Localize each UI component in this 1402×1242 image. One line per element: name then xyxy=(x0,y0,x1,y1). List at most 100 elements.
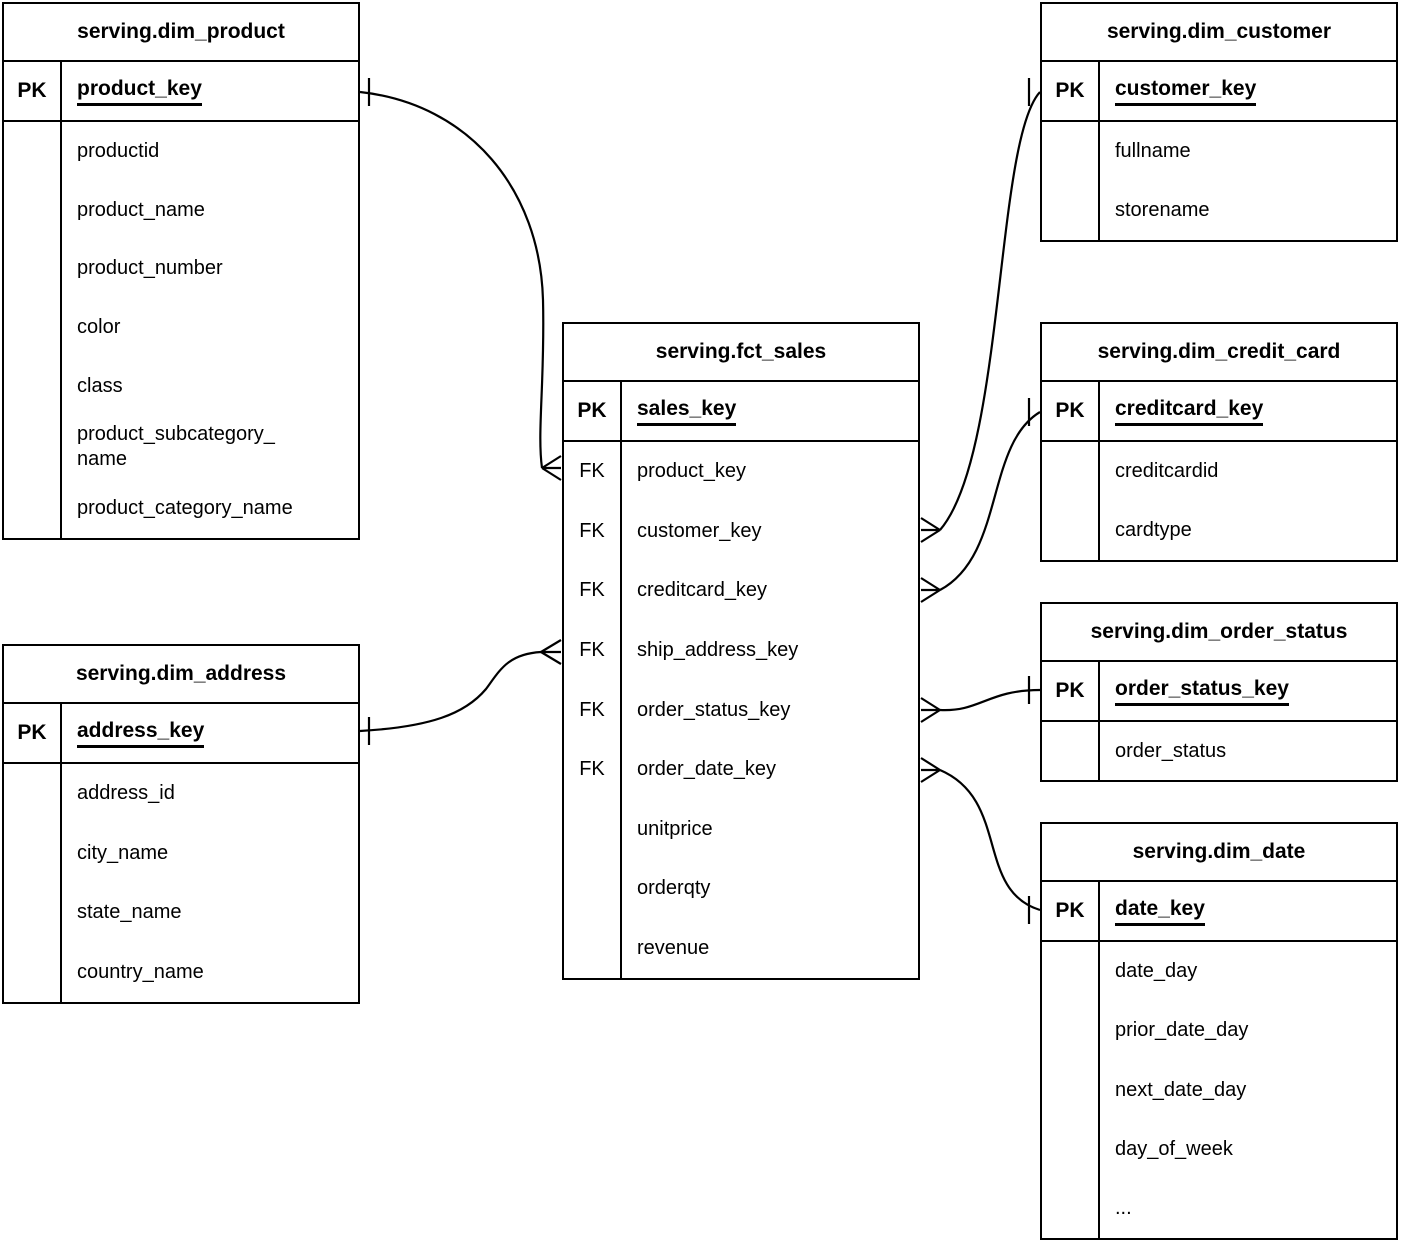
table-body: address_id city_name state_name country_… xyxy=(4,764,358,1002)
pk-field-name: creditcard_key xyxy=(1100,382,1396,440)
pk-badge: PK xyxy=(4,62,62,120)
table-title: serving.dim_product xyxy=(4,4,358,62)
table-row: FK order_status_key xyxy=(564,680,918,740)
field-name: storename xyxy=(1115,199,1210,221)
pk-badge: PK xyxy=(1042,62,1100,120)
field-gutter xyxy=(1042,442,1100,501)
field-name: unitprice xyxy=(637,817,713,840)
field-name: prior_date_day xyxy=(1115,1019,1249,1042)
relationship-fct-sales-ship-address-key-to-dim-address xyxy=(359,639,562,745)
table-serving-dim-credit-card: serving.dim_credit_card PK creditcard_ke… xyxy=(1040,322,1398,562)
primary-key-row: PK address_key xyxy=(4,704,358,764)
pk-badge: PK xyxy=(1042,382,1100,440)
field-name: order_date_key xyxy=(637,758,776,781)
field-name: product_category_name xyxy=(77,497,293,520)
field-gutter xyxy=(4,180,62,240)
primary-key-row: PK customer_key xyxy=(1042,62,1396,122)
relationship-line xyxy=(359,90,545,469)
table-row: product_name xyxy=(4,180,358,240)
relationship-fct-sales-creditcard-key-to-dim-credit-card xyxy=(920,398,1041,603)
field-gutter xyxy=(1042,501,1100,560)
field-gutter xyxy=(4,942,62,1002)
crow-foot-many xyxy=(920,757,941,783)
crow-foot-many xyxy=(920,697,941,723)
field-name: ... xyxy=(1115,1196,1132,1219)
crow-foot-many xyxy=(920,517,941,543)
field-name: address_id xyxy=(77,782,175,805)
table-row: cardtype xyxy=(1042,501,1396,560)
field-name: date_day xyxy=(1115,960,1198,983)
table-serving-fct-sales: serving.fct_sales PK sales_key FK product… xyxy=(562,322,920,980)
table-body: fullname storename xyxy=(1042,122,1396,240)
table-row: city_name xyxy=(4,823,358,883)
table-row: product_number xyxy=(4,239,358,299)
field-name: order_status_key xyxy=(637,698,791,721)
table-row: color xyxy=(4,298,358,357)
field-name: product_number xyxy=(77,257,223,280)
table-row: unitprice xyxy=(564,799,918,859)
table-serving-dim-product: serving.dim_product PK product_key produ… xyxy=(2,2,360,540)
pk-badge: PK xyxy=(564,382,622,440)
field-name: product_key xyxy=(637,460,746,483)
field-name: fullname xyxy=(1115,140,1191,162)
table-row: address_id xyxy=(4,764,358,824)
fk-badge: FK xyxy=(564,620,622,681)
relationship-line xyxy=(939,768,1041,912)
fk-badge: FK xyxy=(564,739,622,800)
pk-field-name: date_key xyxy=(1100,882,1396,940)
table-row: date_day xyxy=(1042,942,1396,1002)
pk-field-name: sales_key xyxy=(622,382,918,440)
primary-key-row: PK date_key xyxy=(1042,882,1396,942)
table-row: class xyxy=(4,356,358,416)
field-gutter xyxy=(1042,1119,1100,1179)
relationship-line xyxy=(359,650,542,733)
pk-field-name: address_key xyxy=(62,704,358,762)
table-body: order_status xyxy=(1042,722,1396,780)
fk-badge: FK xyxy=(564,501,622,562)
relationship-fct-sales-customer-key-to-dim-customer xyxy=(920,78,1041,543)
table-serving-dim-order-status: serving.dim_order_status PK order_status… xyxy=(1040,602,1398,782)
field-gutter xyxy=(564,799,622,859)
pk-badge: PK xyxy=(1042,662,1100,720)
table-row: creditcardid xyxy=(1042,442,1396,501)
crow-foot-many xyxy=(541,455,562,481)
field-name: orderqty xyxy=(637,877,711,900)
table-row: state_name xyxy=(4,883,358,943)
field-name: productid xyxy=(77,139,160,162)
table-row: ... xyxy=(1042,1178,1396,1239)
relationship-fct-sales-order-date-key-to-dim-date xyxy=(920,757,1041,924)
field-name: class xyxy=(77,374,123,397)
table-row: product_category_name xyxy=(4,479,358,539)
field-name: country_name xyxy=(77,960,204,983)
field-name: day_of_week xyxy=(1115,1137,1233,1160)
field-gutter xyxy=(4,239,62,299)
field-gutter xyxy=(4,122,62,181)
table-row: productid xyxy=(4,122,358,181)
fk-badge: FK xyxy=(564,680,622,740)
table-row: prior_date_day xyxy=(1042,1001,1396,1061)
primary-key-row: PK sales_key xyxy=(564,382,918,442)
field-name: creditcard_key xyxy=(637,579,768,602)
table-body: creditcardid cardtype xyxy=(1042,442,1396,560)
field-gutter xyxy=(1042,1178,1100,1239)
field-name: state_name xyxy=(77,901,182,924)
pk-badge: PK xyxy=(1042,882,1100,940)
field-gutter xyxy=(4,356,62,416)
table-serving-dim-address: serving.dim_address PK address_key addre… xyxy=(2,644,360,1004)
table-row: FK order_date_key xyxy=(564,739,918,800)
relationship-fct-sales-product-key-to-dim-product xyxy=(359,78,562,481)
table-row: fullname xyxy=(1042,122,1396,181)
table-body: productid product_name product_number co… xyxy=(4,122,358,539)
relationship-line xyxy=(939,91,1041,531)
table-title: serving.fct_sales xyxy=(564,324,918,382)
primary-key-row: PK order_status_key xyxy=(1042,662,1396,722)
table-title: serving.dim_credit_card xyxy=(1042,324,1396,382)
field-name: next_date_day xyxy=(1115,1078,1247,1101)
field-gutter xyxy=(1042,1060,1100,1120)
field-name: cardtype xyxy=(1115,519,1192,541)
